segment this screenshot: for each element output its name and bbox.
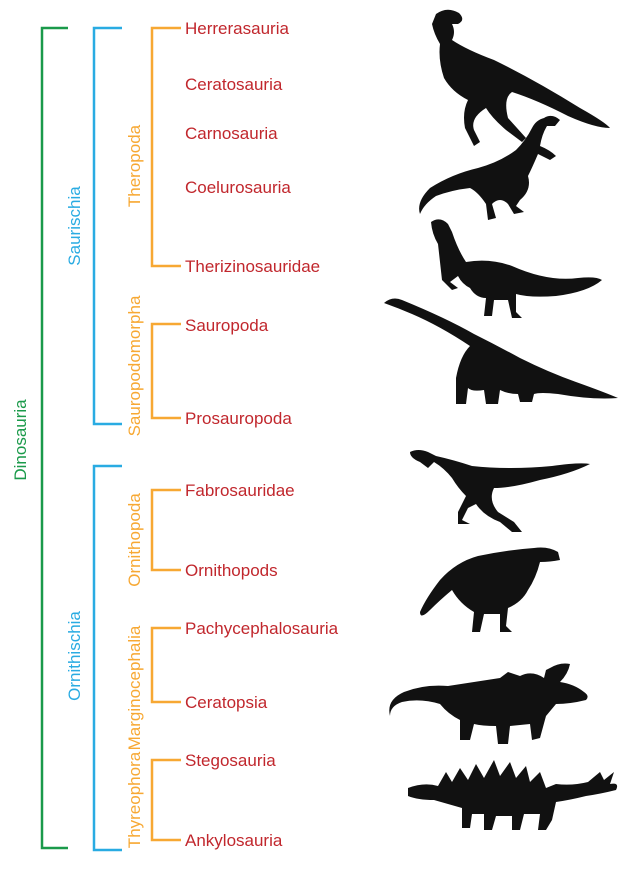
ornithischia-bracket (94, 466, 122, 850)
taxa-labels: Herrerasauria Ceratosauria Carnosauria C… (185, 19, 339, 850)
thyreophora-label: Thyreophora (125, 751, 144, 848)
silhouettes (384, 10, 618, 830)
ornithopoda-label: Ornithopoda (125, 493, 144, 587)
sauropodomorpha-label: Sauropodomorpha (125, 295, 144, 436)
marginocephalia-bracket (152, 628, 181, 702)
taxon-prosauropoda: Prosauropoda (185, 409, 292, 428)
theropoda-bracket (152, 28, 181, 266)
dinosauria-label: Dinosauria (11, 399, 30, 481)
taxon-sauropoda: Sauropoda (185, 316, 269, 335)
fabrosaur-silhouette (410, 450, 590, 532)
taxon-therizinosauridae: Therizinosauridae (185, 257, 320, 276)
thyreophora-bracket (152, 760, 181, 840)
clade-labels: Dinosauria Saurischia Ornithischia Thero… (11, 124, 144, 848)
dinosauria-bracket (42, 28, 68, 848)
taxon-fabrosauridae: Fabrosauridae (185, 481, 295, 500)
ornithopod-silhouette (420, 548, 560, 633)
tree-lines (42, 28, 181, 850)
sauropodomorpha-bracket (152, 324, 181, 418)
taxon-herrerasauria: Herrerasauria (185, 19, 289, 38)
marginocephalia-label: Marginocephalia (125, 625, 144, 750)
ornithopoda-bracket (152, 490, 181, 570)
taxon-stegosauria: Stegosauria (185, 751, 276, 770)
theropoda-label: Theropoda (125, 124, 144, 207)
taxon-ceratopsia: Ceratopsia (185, 693, 268, 712)
taxon-ornithopods: Ornithopods (185, 561, 278, 580)
taxon-pachycephalosauria: Pachycephalosauria (185, 619, 339, 638)
saurischia-bracket (94, 28, 122, 424)
taxon-ceratosauria: Ceratosauria (185, 75, 283, 94)
herrerasaurus-silhouette (432, 10, 610, 146)
therizinosaur-silhouette (431, 219, 602, 318)
taxon-coelurosauria: Coelurosauria (185, 178, 291, 197)
ornithischia-label: Ornithischia (65, 611, 84, 701)
sauropod-silhouette (384, 299, 618, 404)
stegosaur-silhouette (408, 760, 617, 830)
ceratopsian-silhouette (389, 664, 587, 745)
theropod-silhouette (419, 116, 560, 220)
taxon-carnosauria: Carnosauria (185, 124, 278, 143)
saurischia-label: Saurischia (65, 186, 84, 266)
taxon-ankylosauria: Ankylosauria (185, 831, 283, 850)
